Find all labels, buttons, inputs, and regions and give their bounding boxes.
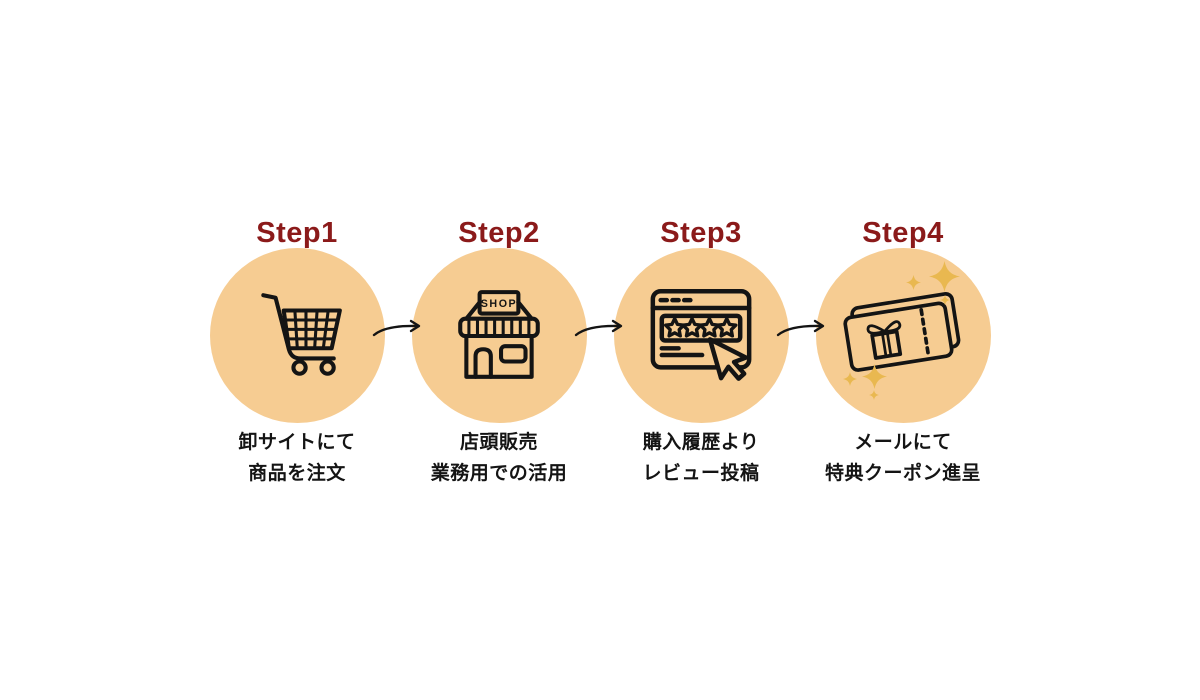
curved-right-arrow-icon — [776, 319, 825, 337]
step-3-caption: 購入履歴より レビュー投稿 — [600, 427, 802, 489]
storefront-icon: SHOP — [458, 289, 540, 379]
step-1: Step1 卸サイトにて 商品を注文 — [196, 218, 398, 489]
step-3-title: Step3 — [660, 217, 742, 249]
caption-line: 購入履歴より — [642, 432, 760, 453]
curved-right-arrow-icon — [574, 319, 623, 337]
step-1-caption: 卸サイトにて 商品を注文 — [196, 427, 398, 489]
step-1-title: Step1 — [256, 217, 338, 249]
step-2: Step2 SHOP 店頭販売 業務用での活用 — [398, 218, 600, 489]
sparkle-star-icon — [928, 261, 960, 292]
caption-line: レビュー投稿 — [642, 463, 760, 484]
caption-line: 商品を注文 — [248, 463, 346, 484]
caption-line: メールにて — [854, 432, 952, 453]
caption-line: 業務用での活用 — [430, 463, 568, 484]
step-4: Step4 メールにて — [802, 218, 1004, 489]
step-1-circle — [209, 248, 385, 423]
step-2-caption: 店頭販売 業務用での活用 — [398, 427, 600, 489]
curved-right-arrow-icon — [372, 319, 421, 337]
step-4-title: Step4 — [862, 217, 944, 249]
shop-sign-text: SHOP — [481, 297, 517, 309]
step-4-circle — [815, 248, 991, 423]
sparkle-star-icon — [842, 372, 857, 386]
sparkle-star-icon — [939, 295, 950, 305]
step-4-caption: メールにて 特典クーポン進呈 — [802, 427, 1004, 489]
step-3: Step3 購入履歴より レビュー投稿 — [600, 218, 802, 489]
caption-line: 卸サイトにて — [238, 432, 356, 453]
cursor-arrow-icon — [707, 336, 749, 381]
caption-line: 店頭販売 — [459, 432, 538, 453]
step-2-circle: SHOP — [411, 248, 587, 423]
sparkle-star-icon — [861, 364, 887, 389]
review-window-cursor-icon — [650, 288, 752, 381]
step-3-circle — [613, 248, 789, 423]
sparkle-star-icon — [868, 390, 879, 400]
caption-line: 特典クーポン進呈 — [824, 463, 981, 484]
sparkle-star-icon — [905, 275, 921, 290]
step-2-title: Step2 — [458, 217, 540, 249]
gift-coupon-icon — [843, 291, 961, 372]
shopping-cart-icon — [261, 292, 342, 376]
